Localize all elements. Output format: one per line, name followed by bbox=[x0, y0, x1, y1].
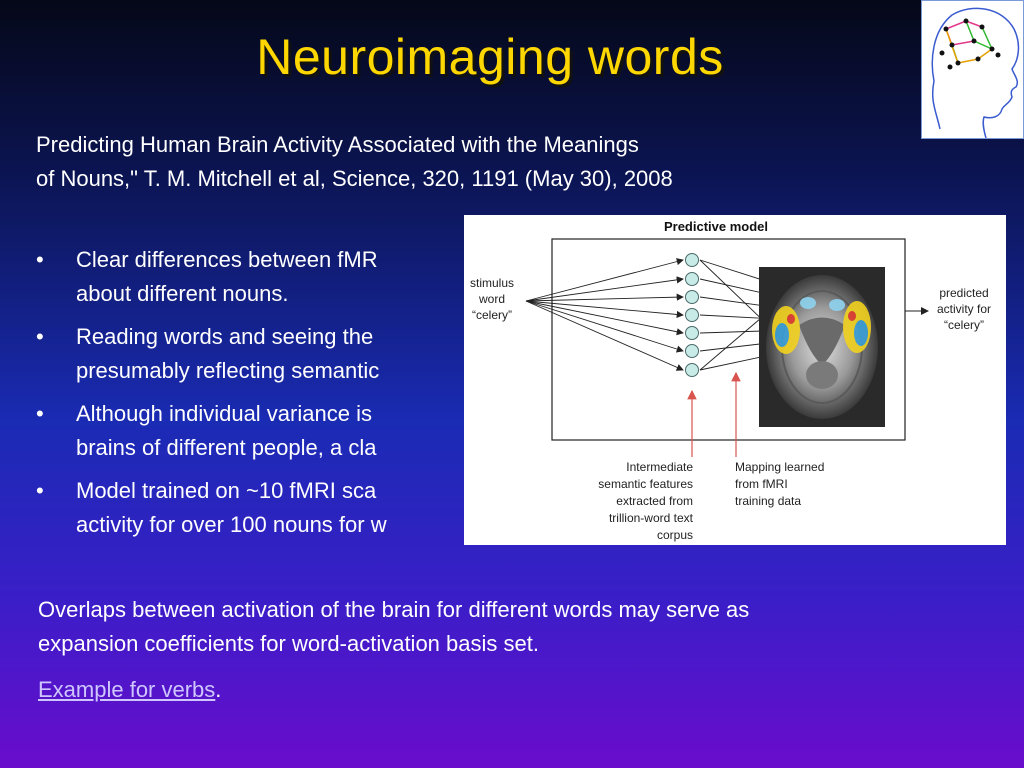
slide-title: Neuroimaging words bbox=[256, 29, 724, 85]
intermediate-label-1: Intermediate bbox=[626, 460, 693, 474]
bullet-2-line-1: Reading words and seeing the bbox=[76, 324, 374, 349]
overlap-line-1: Overlaps between activation of the brain… bbox=[38, 597, 750, 622]
bullet-marker: • bbox=[36, 478, 44, 503]
intermediate-label-3: extracted from bbox=[616, 494, 693, 508]
predictive-model-figure: Predictive model stimulus word “celery” bbox=[464, 215, 1006, 545]
semantic-feature-nodes bbox=[685, 253, 699, 377]
mapping-label-3: training data bbox=[735, 494, 801, 508]
overlap-line-2: expansion coefficients for word-activati… bbox=[38, 631, 539, 656]
intermediate-label-4: trillion-word text bbox=[609, 511, 694, 525]
predicted-label-3: “celery” bbox=[944, 318, 984, 332]
bullet-3-line-1: Although individual variance is bbox=[76, 401, 372, 426]
model-frame bbox=[551, 238, 906, 441]
citation-line-1: Predicting Human Brain Activity Associat… bbox=[36, 132, 639, 157]
intermediate-label-2: semantic features bbox=[598, 477, 693, 491]
bullet-marker: • bbox=[36, 401, 44, 426]
mapping-label-1: Mapping learned bbox=[735, 460, 824, 474]
bullet-list: • Clear differences between fMR about di… bbox=[36, 243, 476, 551]
bullet-item-4: • Model trained on ~10 fMRI sca activity… bbox=[36, 474, 476, 542]
head-network-logo-icon bbox=[921, 0, 1024, 139]
example-for-verbs-link[interactable]: Example for verbs bbox=[38, 677, 216, 702]
stimulus-label-1: stimulus bbox=[470, 276, 514, 290]
bullet-item-1: • Clear differences between fMR about di… bbox=[36, 243, 476, 311]
bullet-1-line-1: Clear differences between fMR bbox=[76, 247, 378, 272]
stimulus-label-2: word bbox=[478, 292, 505, 306]
bullet-4-line-2: activity for over 100 nouns for w bbox=[76, 512, 387, 537]
stimulus-label-3: “celery” bbox=[472, 308, 512, 322]
bullet-item-2: • Reading words and seeing the presumabl… bbox=[36, 320, 476, 388]
bullet-4-line-1: Model trained on ~10 fMRI sca bbox=[76, 478, 377, 503]
bullet-item-3: • Although individual variance is brains… bbox=[36, 397, 476, 465]
input-arrows bbox=[525, 258, 684, 371]
bullet-2-line-2: presumably reflecting semantic bbox=[76, 358, 380, 383]
citation: Predicting Human Brain Activity Associat… bbox=[36, 128, 673, 196]
bullet-1-line-2: about different nouns. bbox=[76, 281, 289, 306]
mapping-label-2: from fMRI bbox=[735, 477, 788, 491]
bullet-marker: • bbox=[36, 324, 44, 349]
predicted-label-2: activity for bbox=[937, 302, 991, 316]
intermediate-label-5: corpus bbox=[657, 528, 693, 542]
figure-heading: Predictive model bbox=[664, 219, 768, 234]
brain-scan-image bbox=[759, 267, 885, 427]
example-link-line: Example for verbs. bbox=[38, 677, 221, 703]
bullet-3-line-2: brains of different people, a cla bbox=[76, 435, 377, 460]
citation-line-2: of Nouns," T. M. Mitchell et al, Science… bbox=[36, 166, 673, 191]
predicted-label-1: predicted bbox=[939, 286, 988, 300]
bullet-marker: • bbox=[36, 247, 44, 272]
overlap-paragraph: Overlaps between activation of the brain… bbox=[38, 593, 998, 661]
link-suffix: . bbox=[215, 677, 222, 702]
